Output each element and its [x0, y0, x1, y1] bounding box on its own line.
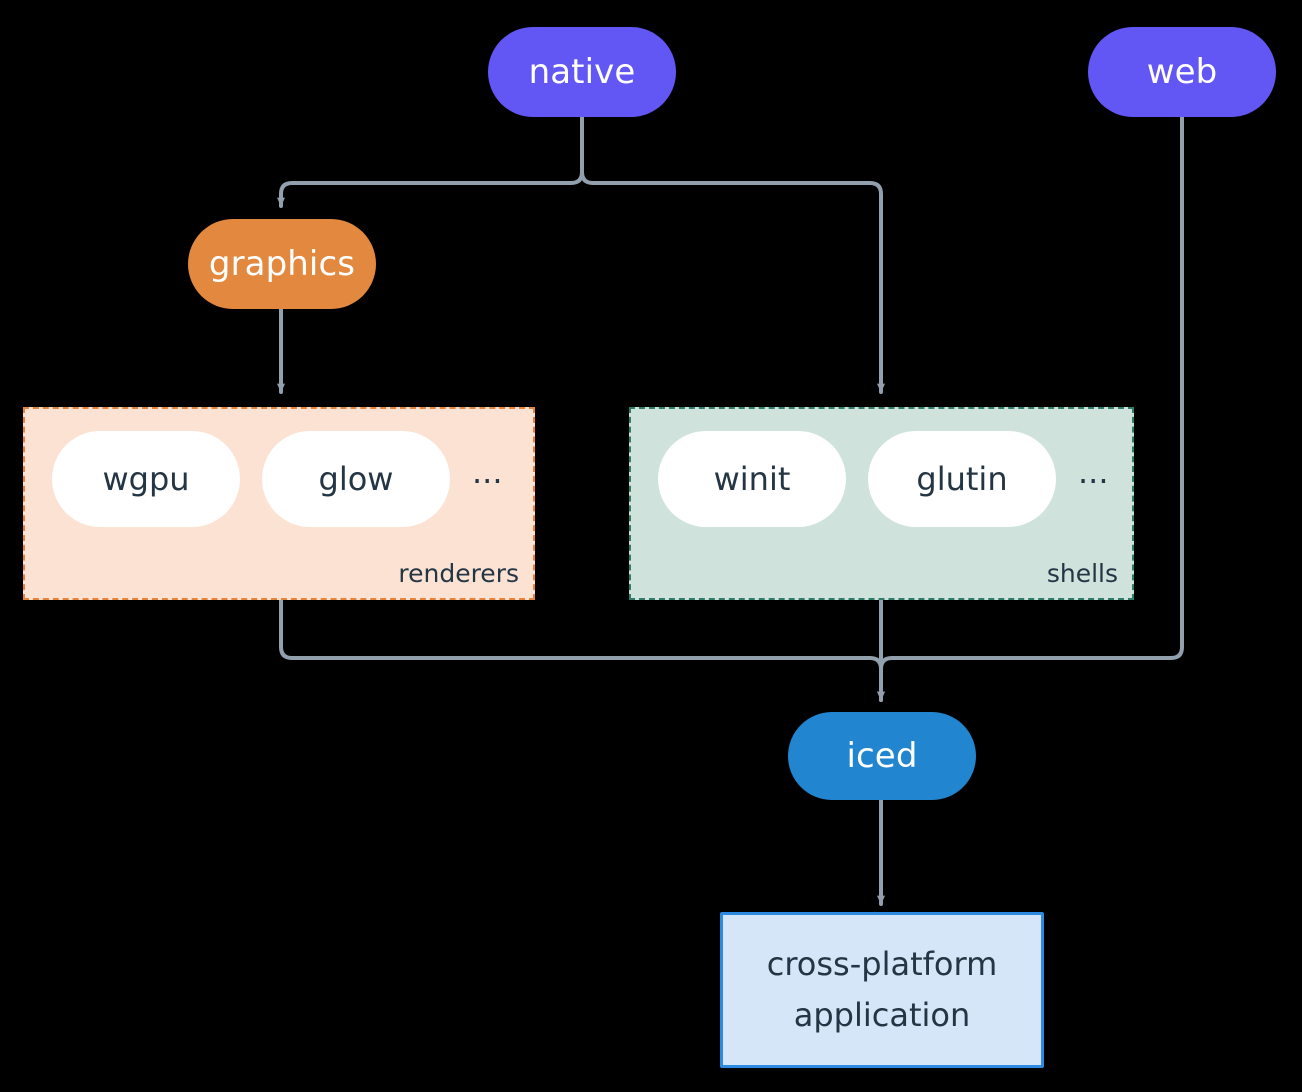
item-glow[interactable]: glow: [262, 431, 450, 527]
item-glutin-label: glutin: [916, 460, 1008, 498]
edge-native-shells: [580, 115, 885, 394]
node-iced-label: iced: [846, 736, 918, 776]
node-graphics[interactable]: graphics: [188, 219, 376, 309]
renderers-ellipsis-icon: ...: [472, 453, 503, 491]
node-web-label: web: [1146, 52, 1218, 92]
group-renderers-label: renderers: [398, 559, 519, 588]
item-glow-label: glow: [318, 460, 394, 498]
node-native[interactable]: native: [488, 27, 676, 117]
group-shells-items: winit glutin ...: [631, 431, 1132, 527]
shells-ellipsis-icon: ...: [1078, 453, 1109, 491]
item-winit-label: winit: [713, 460, 791, 498]
node-native-label: native: [528, 52, 636, 92]
application-label-line2: application: [793, 996, 971, 1034]
group-renderers-items: wgpu glow ...: [25, 431, 533, 527]
item-wgpu-label: wgpu: [102, 460, 190, 498]
group-renderers: wgpu glow ... renderers: [23, 407, 535, 600]
group-shells-label: shells: [1046, 559, 1118, 588]
edge-renderers-iced: [279, 598, 885, 702]
item-winit[interactable]: winit: [658, 431, 846, 527]
node-web[interactable]: web: [1088, 27, 1276, 117]
item-glutin[interactable]: glutin: [868, 431, 1056, 527]
node-iced[interactable]: iced: [788, 712, 976, 800]
item-wgpu[interactable]: wgpu: [52, 431, 240, 527]
node-graphics-label: graphics: [208, 244, 356, 284]
application-label-line1: cross-platform: [766, 944, 998, 983]
group-shells: winit glutin ... shells: [629, 407, 1134, 600]
node-cross-platform-application[interactable]: cross-platform application: [720, 912, 1044, 1068]
edge-native-split: [277, 115, 584, 208]
